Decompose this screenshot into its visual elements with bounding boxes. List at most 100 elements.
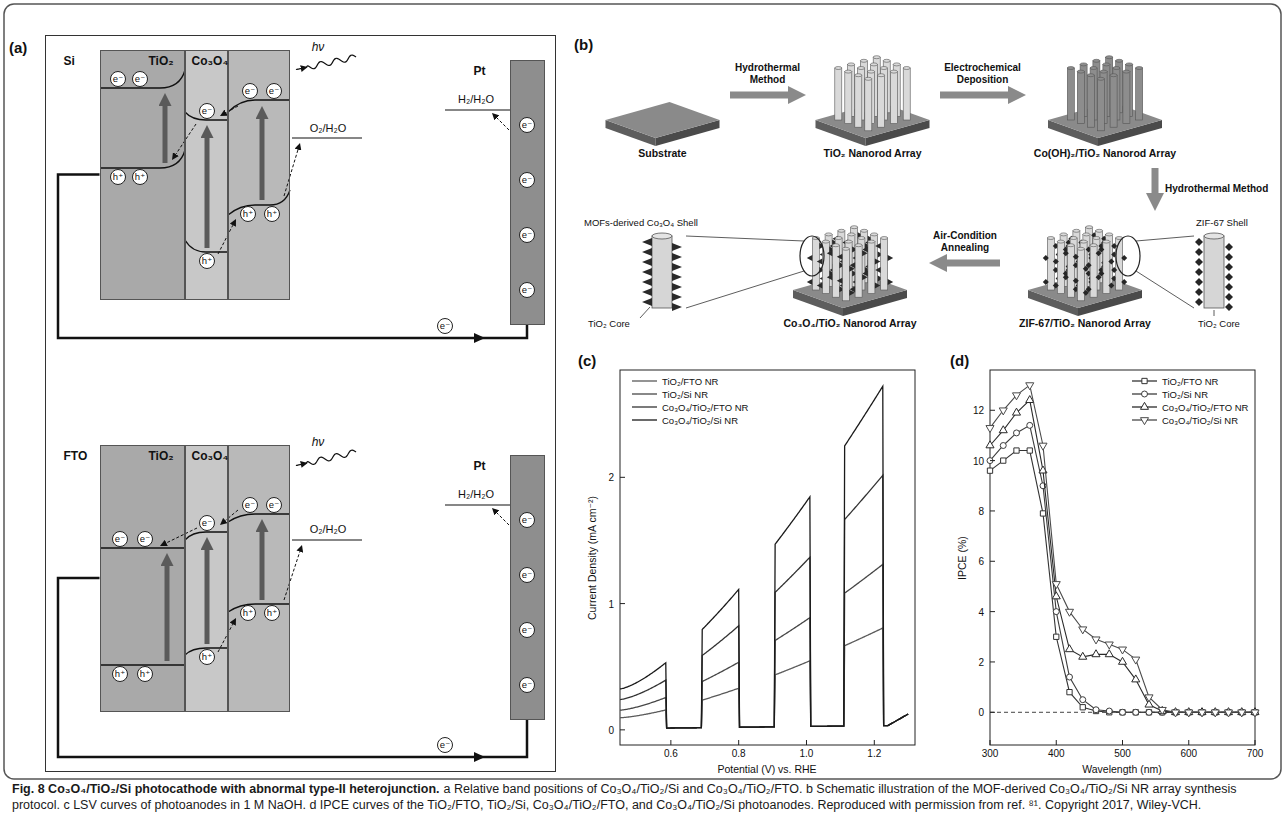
legend-label: TiO₂/FTO NR [662, 376, 718, 387]
nanorod [812, 238, 819, 290]
nanorod-top [842, 247, 849, 250]
legend-line [632, 419, 657, 420]
legend-sample [632, 381, 657, 382]
shell-flake [672, 273, 682, 281]
data-marker [1080, 705, 1085, 710]
nanorod [855, 75, 862, 127]
co3o4-flake [888, 255, 894, 261]
nanorod-top [1136, 67, 1143, 70]
data-marker [1118, 657, 1126, 664]
hole: h⁺ [112, 666, 128, 682]
electron: e⁻ [137, 531, 153, 547]
node-label: TiO₂ [149, 449, 174, 463]
electron: e⁻ [519, 512, 535, 528]
data-marker [1053, 609, 1059, 615]
lsv-chart [620, 370, 915, 745]
legend-label: TiO₂/Si NR [662, 389, 708, 400]
data-marker [1133, 710, 1138, 715]
band-edge [185, 648, 228, 655]
zif-crystal [1121, 279, 1127, 285]
tick-mark [990, 661, 995, 662]
layer-fill [228, 445, 290, 712]
synthesis-stage: Co(OH)₂/TiO₂ Nanorod Array [1030, 45, 1180, 163]
shell-flake [642, 238, 652, 246]
nanorod-top [1113, 67, 1120, 70]
synthesis-stage: Co₃O₄/TiO₂ Nanorod Array [775, 215, 925, 333]
shell-flake [642, 268, 652, 276]
shell-crystal [1225, 243, 1233, 251]
nanorod-top [855, 244, 862, 247]
redox-level [445, 504, 510, 505]
co3o4-flake [849, 290, 855, 296]
electron: e⁻ [519, 117, 535, 133]
data-marker [986, 426, 994, 433]
zif-crystal [1108, 259, 1114, 265]
legend-sample [632, 407, 657, 408]
nanorod-top [1103, 240, 1110, 243]
tick-mark [1056, 740, 1057, 745]
data-marker [1052, 592, 1060, 599]
nanorod [1077, 72, 1084, 124]
nanorod [1087, 75, 1094, 127]
nanorod-top [1047, 237, 1054, 240]
data-marker [1067, 674, 1073, 680]
leader-line [686, 236, 804, 241]
nanorod [1067, 68, 1074, 120]
data-marker [1014, 430, 1020, 436]
data-marker [1171, 710, 1179, 717]
data-marker [1251, 710, 1259, 717]
data-marker [1039, 443, 1047, 450]
transfer-arrow [284, 552, 300, 600]
nanorod [1136, 68, 1143, 120]
legend-sample [1132, 378, 1157, 383]
data-marker [1080, 697, 1086, 703]
electron: e⁻ [110, 71, 126, 87]
legend-label: TiO₂/Si NR [1162, 389, 1208, 400]
nanorod-top [903, 67, 910, 70]
tick-label: 10 [973, 455, 984, 466]
node-label: Pt [474, 459, 486, 473]
tick-mark [990, 460, 995, 461]
tick-label: 4 [978, 606, 984, 617]
legend-label: Co₃O₄/TiO₂/FTO NR [1162, 402, 1248, 413]
core-rod-top [652, 233, 672, 239]
data-marker [1079, 627, 1087, 634]
shell-flake [672, 293, 682, 301]
nanorod-top [1073, 229, 1080, 232]
tick-mark [1188, 740, 1189, 745]
lsv-curve [620, 628, 908, 728]
semiconductor-layer: TiO₂ [185, 445, 228, 712]
data-marker [986, 441, 994, 448]
nanorod-top [1116, 59, 1123, 62]
panel-letter: (a) [9, 39, 27, 56]
light-label: hν [312, 435, 325, 449]
process-step-label: Hydrothermal Method [1165, 183, 1270, 195]
nanorod-top [871, 233, 878, 236]
excitation-arrow [260, 532, 265, 600]
nanorod [881, 238, 888, 290]
data-marker [1146, 710, 1151, 715]
layer-fill [228, 50, 290, 300]
data-marker [999, 408, 1007, 415]
conductive-layer: FTO [100, 445, 185, 712]
panel-letter: (b) [574, 36, 593, 53]
tick-label: 400 [1048, 748, 1065, 759]
tick-mark [990, 611, 995, 612]
excitation-arrow [205, 550, 210, 644]
data-marker [1120, 710, 1125, 715]
tick-mark [738, 740, 739, 745]
tick-label: 700 [1247, 748, 1264, 759]
caption-block: Fig. 8 Co₃O₄/TiO₂/Si photocathode with a… [12, 782, 1273, 813]
nanorod-top [861, 229, 868, 232]
data-marker [1142, 378, 1147, 383]
tick-label: 1 [608, 598, 614, 609]
shell-crystal [1225, 283, 1233, 291]
nanorod-top [1077, 247, 1084, 250]
inset-label: MOFs-derived Co₃O₄ Shell [584, 217, 698, 228]
panel-letter: (d) [950, 352, 969, 369]
legend-sample [1132, 418, 1157, 425]
data-marker [1052, 582, 1060, 589]
nanorod [855, 245, 862, 297]
nanorod-top [860, 59, 867, 62]
